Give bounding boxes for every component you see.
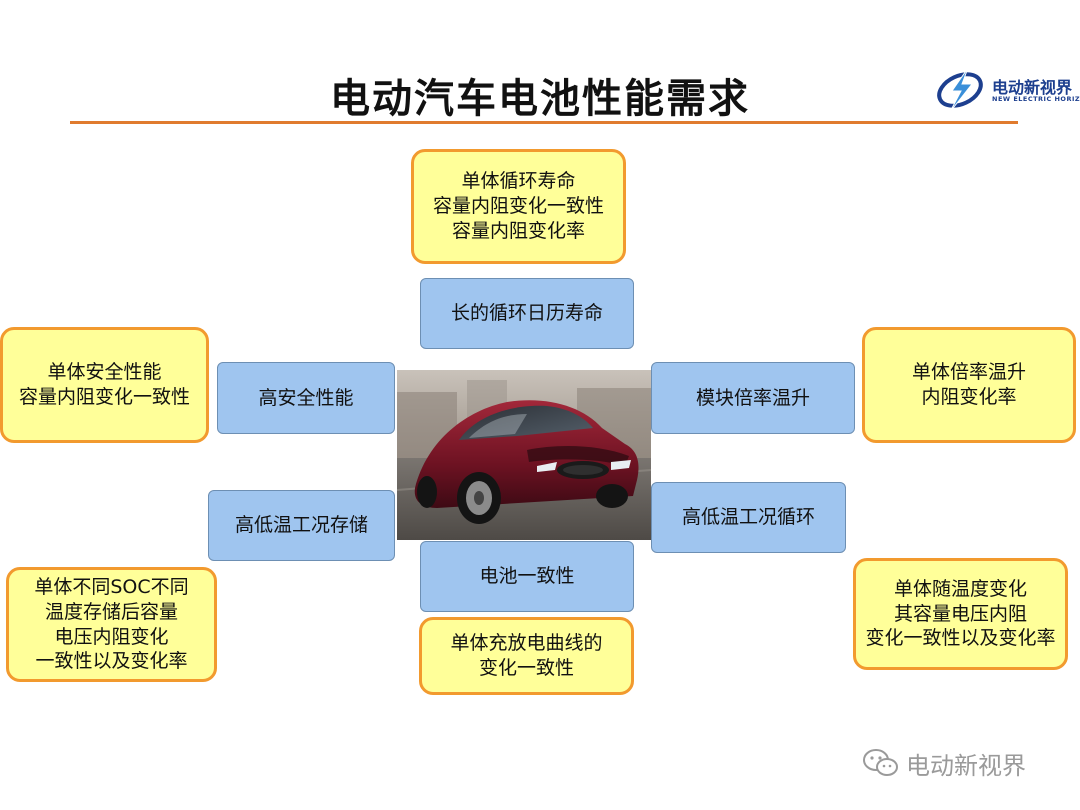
box-line: 容量内阻变化一致性 bbox=[432, 195, 604, 218]
yellow-box-left: 单体安全性能 容量内阻变化一致性 bbox=[0, 327, 209, 443]
red-sedan-illustration bbox=[397, 370, 651, 540]
watermark: 电动新视界 bbox=[862, 746, 1026, 780]
logo-english-name: NEW ELECTRIC HORIZON bbox=[992, 95, 1080, 103]
box-line: 单体充放电曲线的 bbox=[450, 632, 603, 655]
blue-box-right: 模块倍率温升 bbox=[651, 362, 855, 434]
box-line: 温度存储后容量 bbox=[44, 600, 178, 623]
box-line: 单体安全性能 bbox=[47, 361, 162, 384]
yellow-box-bottom-right: 单体随温度变化 其容量电压内阻 变化一致性以及变化率 bbox=[853, 558, 1068, 670]
box-line: 单体随温度变化 bbox=[893, 577, 1027, 600]
yellow-box-top: 单体循环寿命 容量内阻变化一致性 容量内阻变化率 bbox=[411, 149, 626, 264]
wechat-icon bbox=[863, 749, 898, 776]
blue-box-top: 长的循环日历寿命 bbox=[420, 278, 634, 349]
box-line: 单体倍率温升 bbox=[911, 361, 1026, 384]
box-line: 内阻变化率 bbox=[921, 386, 1017, 408]
box-line: 一致性以及变化率 bbox=[35, 650, 188, 673]
box-line: 单体循环寿命 bbox=[461, 170, 576, 193]
watermark-text: 电动新视界 bbox=[906, 751, 1026, 780]
box-line: 变化一致性 bbox=[478, 657, 574, 679]
yellow-box-bottom: 单体充放电曲线的 变化一致性 bbox=[419, 617, 634, 695]
blue-box-bottom-right: 高低温工况循环 bbox=[651, 482, 846, 553]
title-divider bbox=[70, 121, 1018, 124]
yellow-box-bottom-left: 单体不同SOC不同 温度存储后容量 电压内阻变化 一致性以及变化率 bbox=[6, 567, 217, 682]
box-line: 其容量电压内阻 bbox=[893, 602, 1027, 625]
box-line: 单体不同SOC不同 bbox=[34, 576, 189, 599]
car-image bbox=[397, 370, 651, 540]
yellow-box-right: 单体倍率温升 内阻变化率 bbox=[862, 327, 1076, 443]
logo-chinese-name: 电动新视界 bbox=[992, 78, 1073, 97]
box-line: 容量内阻变化一致性 bbox=[18, 386, 190, 408]
blue-box-bottom: 电池一致性 bbox=[420, 541, 634, 612]
brand-logo: 电动新视界 NEW ELECTRIC HORIZON bbox=[934, 64, 1080, 114]
blue-box-left: 高安全性能 bbox=[217, 362, 395, 434]
lightning-swirl-icon bbox=[937, 67, 983, 113]
box-line: 电压内阻变化 bbox=[54, 625, 169, 648]
page-title: 电动汽车电池性能需求 bbox=[330, 76, 750, 122]
blue-box-bottom-left: 高低温工况存储 bbox=[208, 490, 395, 561]
box-line: 变化一致性以及变化率 bbox=[865, 627, 1056, 650]
box-line: 容量内阻变化率 bbox=[451, 219, 585, 242]
